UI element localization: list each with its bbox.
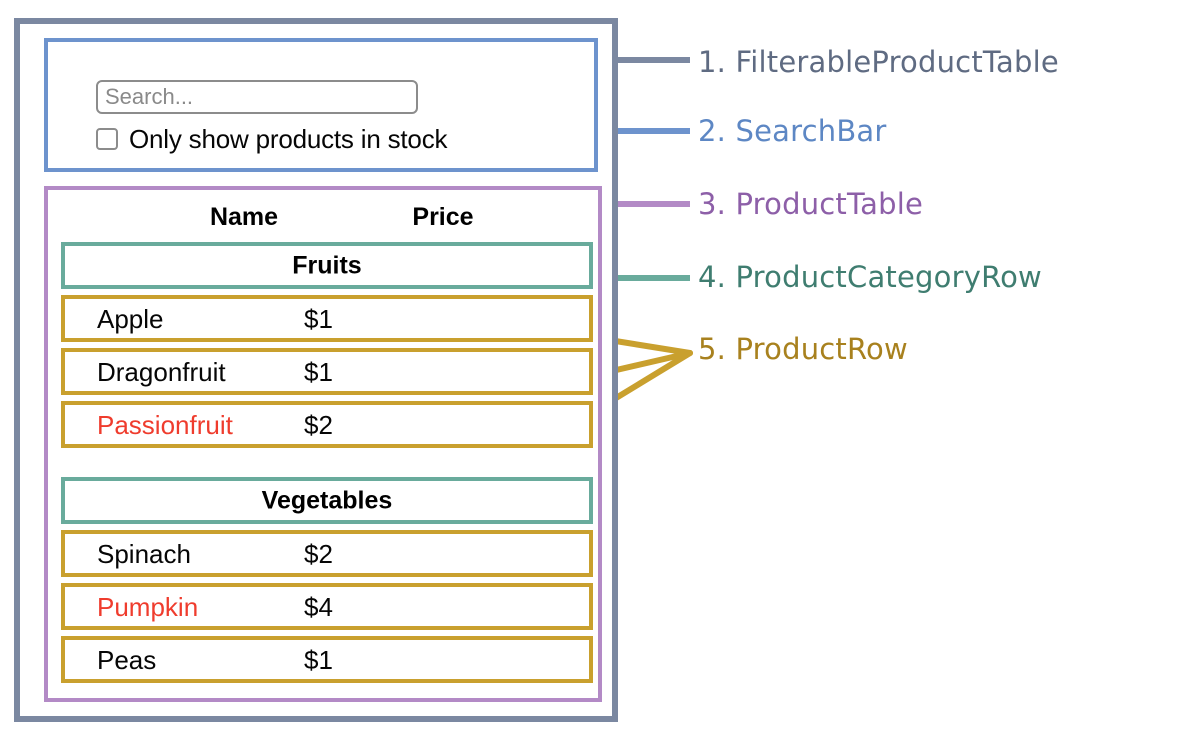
product-price: $1 (304, 356, 333, 387)
product-row[interactable]: Dragonfruit $1 (61, 348, 593, 395)
product-name: Passionfruit (97, 409, 233, 440)
product-row[interactable]: Spinach $2 (61, 530, 593, 577)
product-name: Apple (97, 303, 164, 334)
product-price: $1 (304, 644, 333, 675)
product-category-row: Vegetables (61, 477, 593, 524)
product-table: Name Price Fruits Apple $1 Dragonfruit $… (44, 186, 602, 702)
search-bar: Only show products in stock (44, 38, 598, 172)
product-table-header: Name Price (48, 198, 598, 236)
column-header-price: Price (412, 203, 474, 231)
column-header-name: Name (209, 203, 279, 231)
product-price: $2 (304, 409, 333, 440)
only-in-stock-label: Only show products in stock (129, 124, 448, 154)
product-row[interactable]: Peas $1 (61, 636, 593, 683)
product-row[interactable]: Pumpkin $4 (61, 583, 593, 630)
product-category-label: Vegetables (261, 486, 393, 514)
product-name: Dragonfruit (97, 356, 226, 387)
group-separator (61, 454, 593, 477)
legend-label-product-table: 3. ProductTable (698, 187, 923, 221)
product-row[interactable]: Apple $1 (61, 295, 593, 342)
filterable-product-table: Only show products in stock Name Price F… (14, 18, 618, 722)
product-price: $4 (304, 591, 333, 622)
legend-label-search-bar: 2. SearchBar (698, 114, 887, 148)
legend-label-product-category-row: 4. ProductCategoryRow (698, 260, 1042, 294)
product-price: $1 (304, 303, 333, 334)
product-table-body: Fruits Apple $1 Dragonfruit $1 Passionfr… (61, 242, 593, 689)
stock-filter-row[interactable]: Only show products in stock (96, 126, 447, 152)
legend-label-filterable-product-table: 1. FilterableProductTable (698, 45, 1059, 79)
product-name: Spinach (97, 538, 191, 569)
product-name: Pumpkin (97, 591, 199, 622)
product-price: $2 (304, 538, 333, 569)
product-row[interactable]: Passionfruit $2 (61, 401, 593, 448)
legend-label-product-row: 5. ProductRow (698, 332, 908, 366)
only-in-stock-checkbox[interactable] (96, 128, 118, 150)
product-name: Peas (97, 644, 157, 675)
product-category-label: Fruits (292, 251, 362, 279)
product-category-row: Fruits (61, 242, 593, 289)
search-input[interactable] (96, 80, 418, 114)
